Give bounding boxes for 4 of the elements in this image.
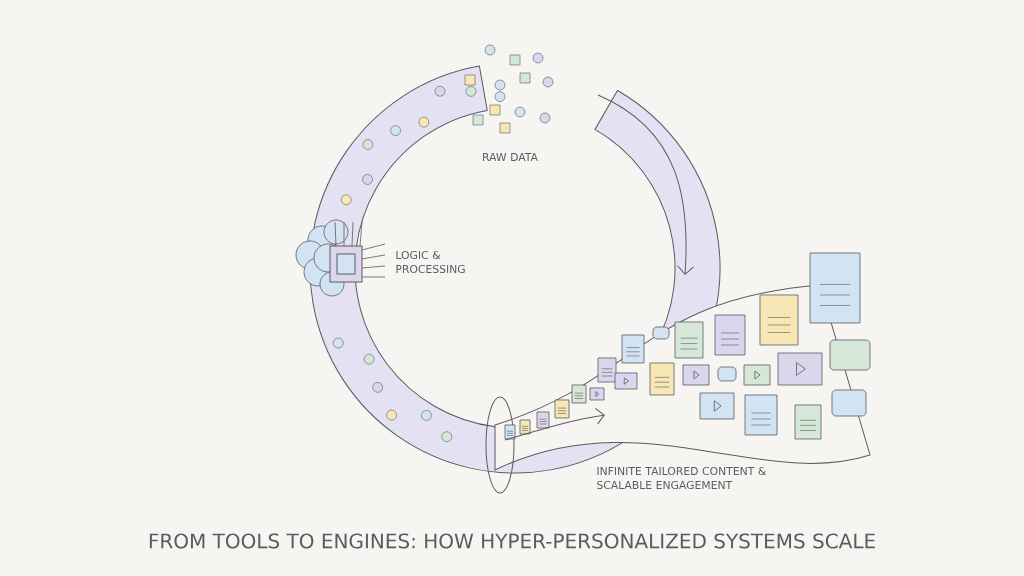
title: FROM TOOLS TO ENGINES: HOW HYPER-PERSONALIZED SYSTEMS SCALE	[149, 533, 875, 549]
label: INFINITE TAILORED CONTENT & SCALABLE ENGAGEMENT	[597, 466, 766, 490]
label: LOGIC & PROCESSING	[396, 250, 465, 274]
label: RAW DATA	[483, 153, 538, 161]
